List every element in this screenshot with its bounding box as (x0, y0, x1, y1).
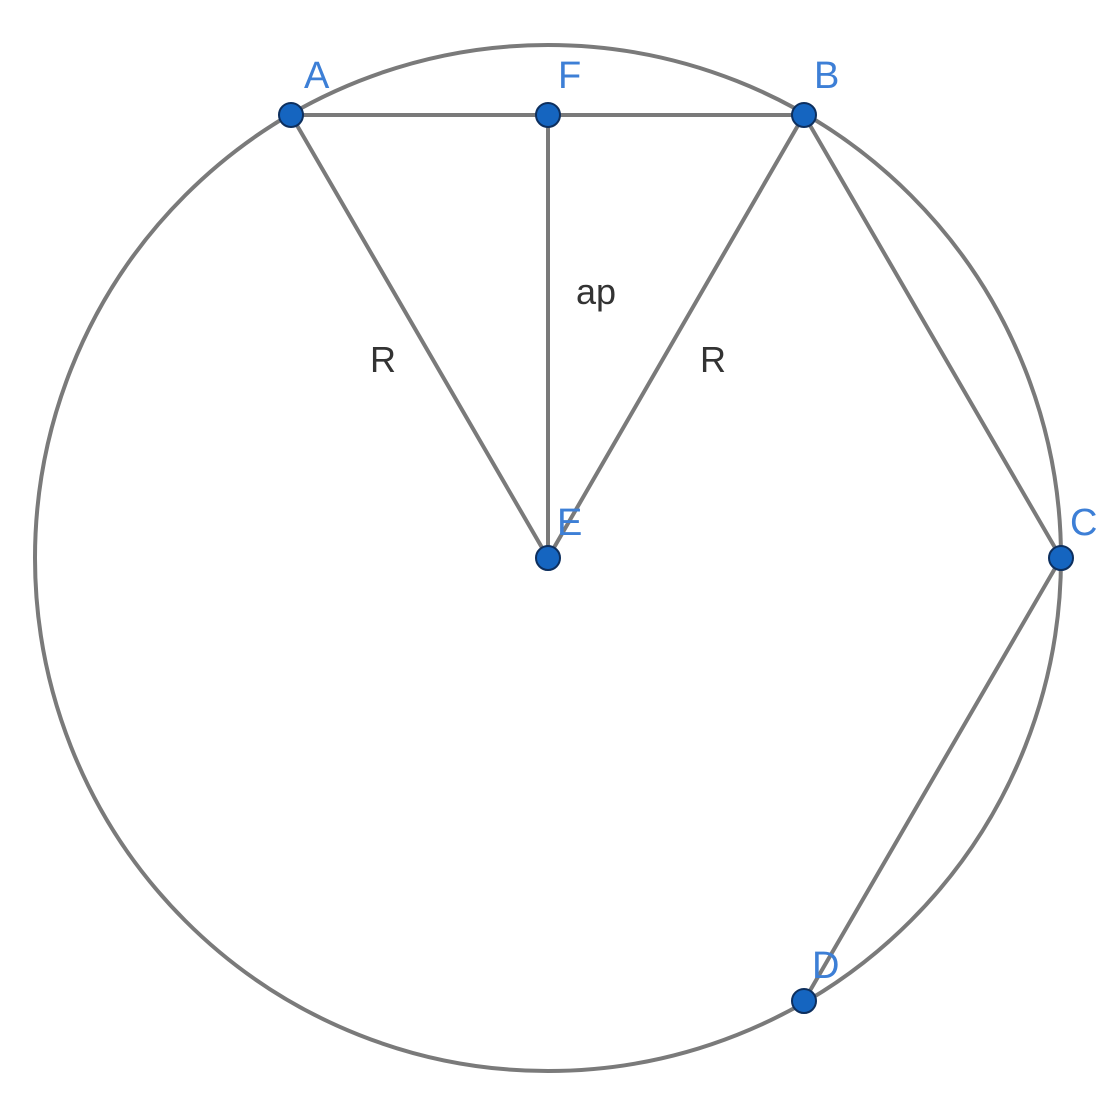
point-A[interactable] (278, 102, 304, 128)
point-label-A: A (304, 55, 330, 97)
segment-CD (802, 556, 1063, 1003)
point-label-C: C (1070, 502, 1097, 544)
point-label-D: D (812, 945, 839, 987)
point-D[interactable] (791, 988, 817, 1014)
segment-BE (546, 113, 806, 560)
label-AE: R (370, 339, 396, 380)
point-B[interactable] (791, 102, 817, 128)
label-BE: R (700, 339, 726, 380)
segment-BC (802, 113, 1063, 560)
point-E[interactable] (535, 545, 561, 571)
point-C[interactable] (1048, 545, 1074, 571)
point-label-E: E (557, 502, 582, 544)
point-F[interactable] (535, 102, 561, 128)
label-EF: ap (576, 271, 616, 312)
point-label-B: B (814, 55, 839, 97)
point-label-F: F (558, 55, 581, 97)
segment-AE (289, 113, 550, 560)
